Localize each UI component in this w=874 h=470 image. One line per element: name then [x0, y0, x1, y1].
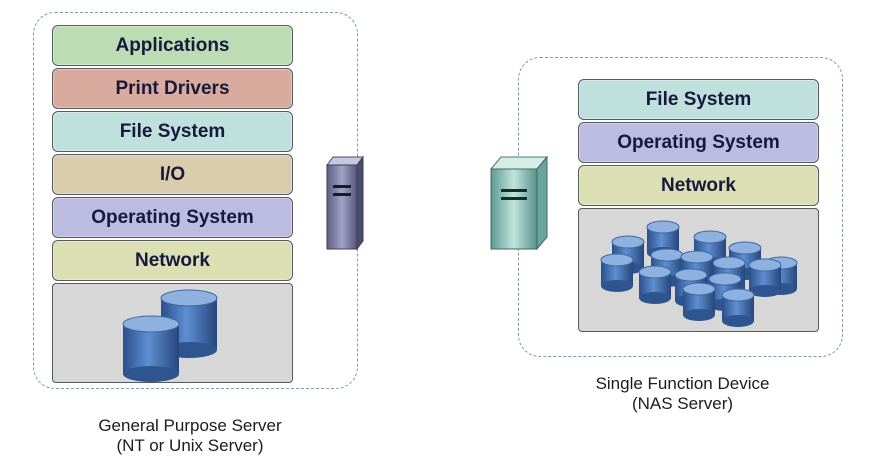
- server-tower-icon: [326, 155, 364, 251]
- disk-cylinder-icon: [721, 288, 755, 327]
- layer-file-system: File System: [578, 79, 819, 120]
- layer-operating-system: Operating System: [52, 197, 293, 238]
- layer-file-system: File System: [52, 111, 293, 152]
- disk-drives-icon: [122, 289, 218, 382]
- layer-io: I/O: [52, 154, 293, 195]
- nas-layer-stack: File System Operating System Network: [578, 79, 819, 332]
- disk-cylinder-icon: [748, 258, 782, 297]
- caption-line: General Purpose Server: [98, 416, 282, 435]
- storage-area: [52, 283, 293, 383]
- disk-cylinder-icon: [638, 265, 672, 304]
- disk-cylinder-icon: [600, 253, 634, 292]
- disk-array-icon: [600, 220, 798, 327]
- layer-applications: Applications: [52, 25, 293, 66]
- layer-operating-system: Operating System: [578, 122, 819, 163]
- nas-server-caption: Single Function Device (NAS Server): [520, 374, 845, 414]
- caption-line: (NAS Server): [631, 394, 734, 413]
- server-tower-icon: [489, 155, 549, 251]
- caption-line: Single Function Device: [595, 374, 770, 393]
- general-purpose-layer-stack: Applications Print Drivers File System I…: [52, 25, 293, 383]
- layer-network: Network: [578, 165, 819, 206]
- layer-network: Network: [52, 240, 293, 281]
- general-purpose-server-caption: General Purpose Server (NT or Unix Serve…: [40, 416, 340, 456]
- disk-cylinder-icon: [682, 282, 716, 321]
- layer-print-drivers: Print Drivers: [52, 68, 293, 109]
- caption-line: (NT or Unix Server): [116, 436, 264, 455]
- storage-area: [578, 208, 819, 332]
